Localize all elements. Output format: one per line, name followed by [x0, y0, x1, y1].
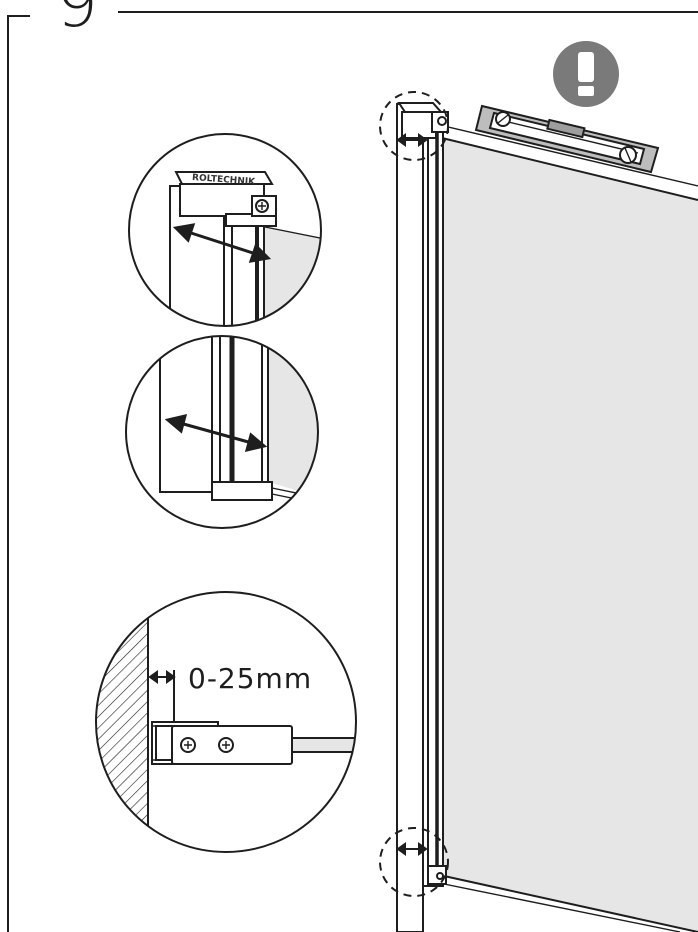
- brand-logo-text: ROLTECHNIK: [192, 173, 257, 187]
- detail-wall-clamp: 0-25mm: [95, 591, 357, 853]
- dimension-label: 0-25mm: [188, 662, 312, 695]
- detail-mid-profile: [125, 335, 319, 529]
- double-arrow-icon: [164, 413, 268, 453]
- double-arrow-icon: [396, 842, 428, 856]
- callout-bottom: [379, 827, 449, 897]
- wall-profile: [396, 102, 449, 932]
- step-number: 9: [56, 0, 98, 42]
- detail-top-cap: ROLTECHNIK: [128, 133, 322, 327]
- double-arrow-icon: [172, 223, 272, 263]
- callout-top: [379, 91, 449, 161]
- spirit-level-icon: [474, 104, 660, 174]
- glass-panel: [441, 125, 698, 932]
- double-arrow-icon: [148, 670, 176, 684]
- step-frame: [7, 11, 698, 932]
- warning-badge: [553, 41, 619, 107]
- double-arrow-icon: [396, 133, 428, 147]
